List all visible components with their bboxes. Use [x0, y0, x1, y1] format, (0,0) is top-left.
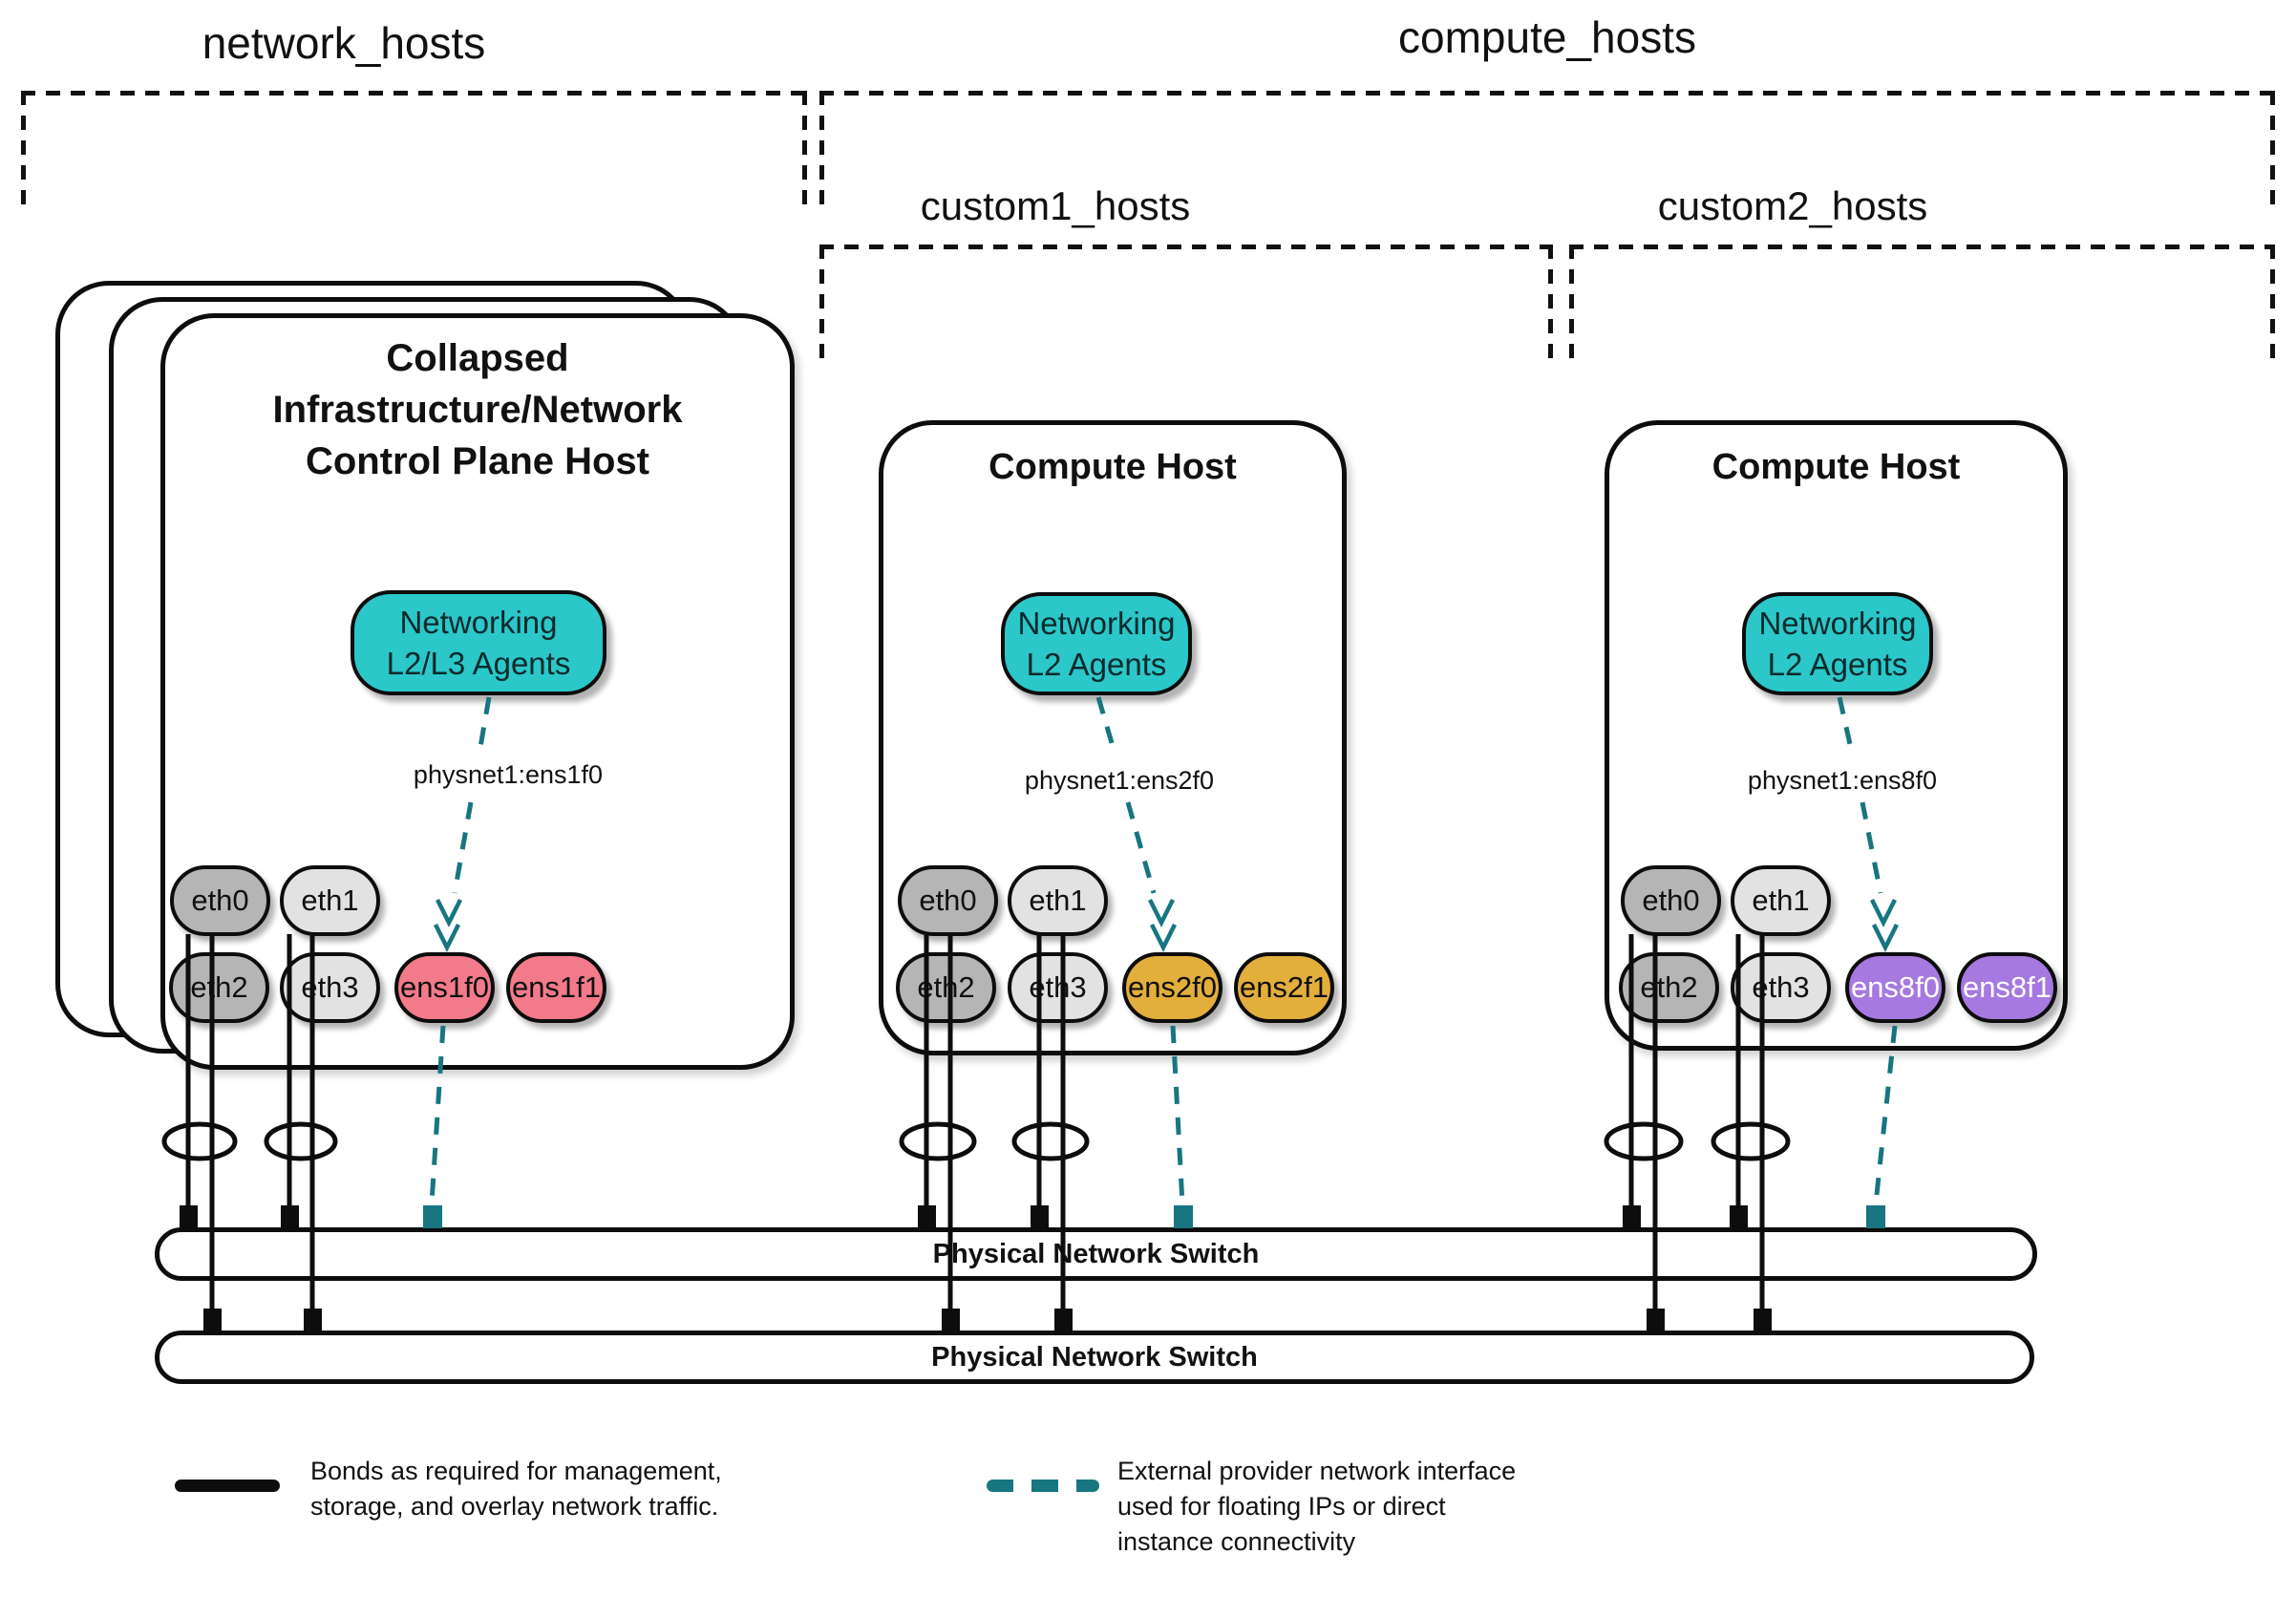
compute1-nic-ens2f1: ens2f1	[1234, 952, 1334, 1023]
legend-bond-text-line1: Bonds as required for management,	[310, 1457, 722, 1485]
custom1-hosts-bracket-left	[819, 245, 824, 365]
physical-switch-1-label: Physical Network Switch	[932, 1238, 1260, 1269]
custom1-hosts-bracket-top	[819, 245, 1553, 249]
compute2-nic-eth2: eth2	[1619, 952, 1719, 1023]
compute1-host-title: Compute Host	[989, 447, 1237, 487]
legend-bond-text-line2: storage, and overlay network traffic.	[310, 1492, 719, 1521]
legend-external-text: External provider network interface used…	[1117, 1454, 1652, 1560]
compute2-agents-line1: Networking	[1758, 606, 1917, 641]
control-agents-line1: Networking	[399, 605, 558, 640]
group-label-network-hosts: network_hosts	[202, 18, 486, 68]
control-nic-eth0: eth0	[170, 865, 270, 936]
compute-hosts-bracket-top	[819, 91, 2275, 96]
legend-bond-text: Bonds as required for management, storag…	[310, 1454, 845, 1524]
compute2-nic-eth0: eth0	[1621, 865, 1721, 936]
control-host-title-line1: Collapsed	[386, 337, 569, 379]
compute1-nic-eth3: eth3	[1008, 952, 1108, 1023]
legend-external-line-swatch	[987, 1480, 1099, 1492]
compute2-agents-box: Networking L2 Agents	[1742, 592, 1933, 695]
compute1-nic-eth1: eth1	[1008, 865, 1108, 936]
legend-external-text-line3: instance connectivity	[1117, 1527, 1356, 1556]
compute1-nic-ens2f0: ens2f0	[1122, 952, 1222, 1023]
compute2-nic-ens8f1: ens8f1	[1957, 952, 2057, 1023]
bond-rings	[161, 1121, 1791, 1161]
compute2-host-box	[1605, 420, 2068, 1051]
network-hosts-bracket-right	[802, 91, 807, 213]
control-host-title-line2: Infrastructure/Network	[272, 389, 683, 431]
legend-external-text-line1: External provider network interface	[1117, 1457, 1517, 1485]
compute1-physnet-label: physnet1:ens2f0	[1024, 766, 1215, 795]
compute1-agents-box: Networking L2 Agents	[1001, 592, 1192, 695]
network-hosts-bracket-left	[21, 91, 26, 213]
custom2-hosts-bracket-right	[2270, 245, 2275, 365]
physical-switch-2: Physical Network Switch	[155, 1331, 2034, 1384]
group-label-custom2-hosts: custom2_hosts	[1657, 183, 1928, 228]
custom2-hosts-bracket-top	[1569, 245, 2275, 249]
physical-switch-2-label: Physical Network Switch	[931, 1341, 1258, 1373]
custom1-hosts-bracket-right	[1548, 245, 1553, 365]
legend-bond-line-swatch	[175, 1480, 280, 1492]
compute2-host-title: Compute Host	[1711, 447, 1961, 487]
control-host-title-line3: Control Plane Host	[305, 440, 650, 482]
compute-hosts-bracket-left	[819, 91, 824, 213]
compute1-agents-line1: Networking	[1017, 606, 1176, 641]
control-nic-eth2: eth2	[169, 952, 269, 1023]
control-nic-eth3: eth3	[280, 952, 380, 1023]
control-host-title: Collapsed Infrastructure/Network Control…	[180, 332, 776, 487]
control-nic-ens1f1: ens1f1	[506, 952, 606, 1023]
group-label-compute-hosts: compute_hosts	[1398, 12, 1696, 62]
physical-switch-1: Physical Network Switch	[155, 1227, 2037, 1281]
compute2-physnet-label: physnet1:ens8f0	[1747, 766, 1938, 795]
compute2-nic-eth3: eth3	[1731, 952, 1831, 1023]
custom2-hosts-bracket-left	[1569, 245, 1574, 365]
compute1-agents-line2: L2 Agents	[1026, 647, 1167, 682]
compute2-agents-line2: L2 Agents	[1767, 647, 1908, 682]
compute2-nic-ens8f0: ens8f0	[1845, 952, 1945, 1023]
compute-hosts-bracket-right	[2270, 91, 2275, 213]
control-nic-eth1: eth1	[280, 865, 380, 936]
network-hosts-bracket-top	[21, 91, 807, 96]
legend-external-text-line2: used for floating IPs or direct	[1117, 1492, 1446, 1521]
switch-ports-teal	[423, 1205, 1885, 1228]
compute1-nic-eth0: eth0	[898, 865, 998, 936]
compute2-nic-eth1: eth1	[1731, 865, 1831, 936]
control-nic-ens1f0: ens1f0	[394, 952, 495, 1023]
compute1-nic-eth2: eth2	[896, 952, 996, 1023]
control-physnet-label: physnet1:ens1f0	[413, 760, 604, 789]
control-agents-box: Networking L2/L3 Agents	[351, 590, 606, 695]
group-label-custom1-hosts: custom1_hosts	[920, 183, 1191, 228]
control-agents-line2: L2/L3 Agents	[386, 646, 571, 681]
